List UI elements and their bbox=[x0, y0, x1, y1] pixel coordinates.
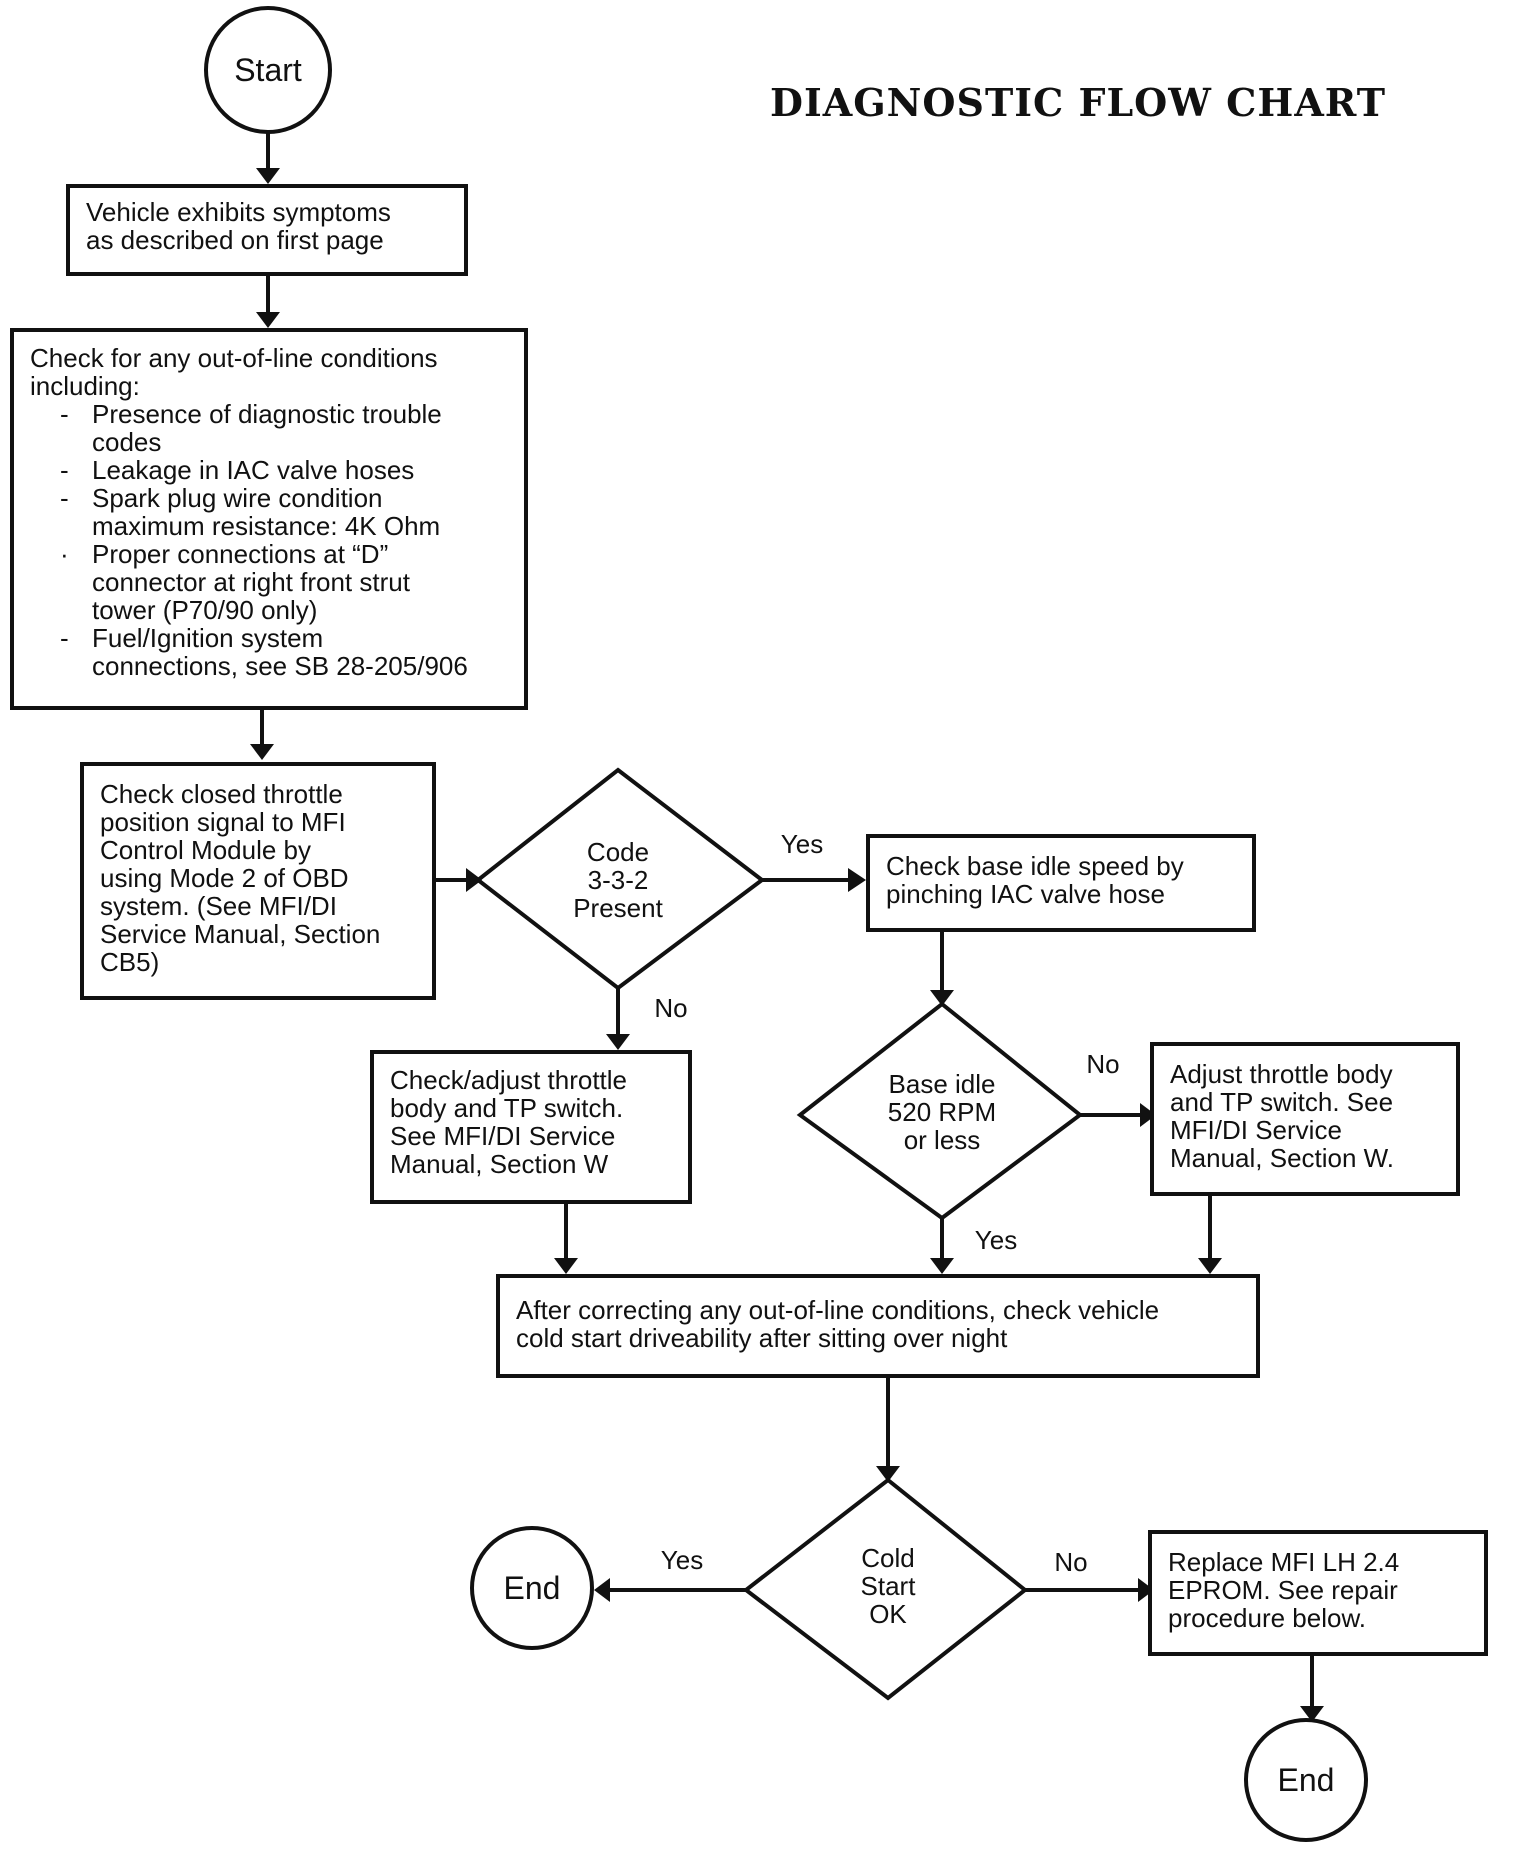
code-decision-line: Present bbox=[573, 893, 663, 923]
arrowhead bbox=[1198, 1258, 1222, 1274]
arrowhead bbox=[250, 744, 274, 760]
adjust-body-line: Manual, Section W. bbox=[1170, 1143, 1394, 1173]
after-correcting-line: cold start driveability after sitting ov… bbox=[516, 1323, 1008, 1353]
start-label: Start bbox=[234, 52, 302, 88]
checks-bullet-cont: connector at right front strut bbox=[92, 567, 410, 597]
arrowhead bbox=[1140, 1103, 1156, 1127]
arrowheads bbox=[250, 168, 1324, 1722]
replace-eprom-line: EPROM. See repair bbox=[1168, 1575, 1398, 1605]
arrowhead bbox=[1138, 1578, 1154, 1602]
replace-eprom-line: procedure below. bbox=[1168, 1603, 1367, 1633]
closed-throttle-line: CB5) bbox=[100, 947, 160, 977]
arrowhead bbox=[848, 868, 866, 892]
after-correcting-box: After correcting any out-of-line conditi… bbox=[496, 1274, 1260, 1378]
closed-throttle-box: Check closed throttle position signal to… bbox=[80, 762, 436, 1000]
idle-decision-line: or less bbox=[903, 1125, 981, 1155]
bullet-text: Fuel/Ignition system bbox=[92, 623, 324, 653]
closed-throttle-line: using Mode 2 of OBD bbox=[100, 863, 349, 893]
code-decision-line: Code bbox=[586, 837, 650, 867]
closed-throttle-line: Service Manual, Section bbox=[100, 919, 381, 949]
adjust-tp-line: Manual, Section W bbox=[390, 1149, 609, 1179]
cold-decision-line: Cold bbox=[861, 1543, 915, 1573]
checks-box: Check for any out-of-line conditions inc… bbox=[10, 328, 528, 710]
symptoms-line: Vehicle exhibits symptoms bbox=[86, 197, 391, 227]
symptoms-line: as described on first page bbox=[86, 225, 384, 255]
code-decision-label: Code 3-3-2 Present bbox=[548, 838, 688, 922]
checks-bullet: -Fuel/Ignition system bbox=[60, 623, 324, 653]
checks-bullet-cont: maximum resistance: 4K Ohm bbox=[92, 511, 441, 541]
idle-decision-line: Base idle bbox=[888, 1069, 996, 1099]
idle-yes-label: Yes bbox=[974, 1225, 1018, 1255]
arrowhead bbox=[594, 1578, 610, 1602]
cold-yes-label: Yes bbox=[660, 1545, 704, 1575]
adjust-tp-box: Check/adjust throttle body and TP switch… bbox=[370, 1050, 692, 1204]
adjust-body-line: MFI/DI Service bbox=[1170, 1115, 1342, 1145]
checks-intro-line: Check for any out-of-line conditions bbox=[30, 343, 438, 373]
end-right-circle bbox=[1244, 1718, 1368, 1842]
after-correcting-line: After correcting any out-of-line conditi… bbox=[516, 1295, 1160, 1325]
adjust-tp-line: See MFI/DI Service bbox=[390, 1121, 616, 1151]
checks-bullet: ·Proper connections at “D” bbox=[60, 539, 389, 569]
code-yes-label: Yes bbox=[780, 829, 824, 859]
arrowhead bbox=[1300, 1706, 1324, 1722]
connector-lines bbox=[260, 132, 1314, 1712]
checks-intro-line: including: bbox=[30, 371, 140, 401]
checks-bullet: -Leakage in IAC valve hoses bbox=[60, 455, 415, 485]
cold-decision-diamond bbox=[742, 1477, 1029, 1701]
checks-bullet-cont: codes bbox=[92, 427, 162, 457]
arrowhead bbox=[256, 168, 280, 184]
bullet-text: Presence of diagnostic trouble bbox=[92, 399, 442, 429]
cold-decision-line: OK bbox=[869, 1599, 907, 1629]
arrowhead bbox=[466, 868, 482, 892]
arrowhead bbox=[876, 1466, 900, 1482]
idle-decision-line: 520 RPM bbox=[887, 1097, 997, 1127]
adjust-body-line: and TP switch. See bbox=[1170, 1087, 1394, 1117]
checks-bullet-cont: tower (P70/90 only) bbox=[92, 595, 318, 625]
code-no-label: No bbox=[654, 993, 688, 1023]
idle-no-label: No bbox=[1086, 1049, 1120, 1079]
cold-decision-label: Cold Start OK bbox=[818, 1544, 958, 1628]
closed-throttle-line: Control Module by bbox=[100, 835, 311, 865]
arrowhead bbox=[606, 1034, 630, 1050]
adjust-tp-line: body and TP switch. bbox=[390, 1093, 624, 1123]
adjust-tp-line: Check/adjust throttle bbox=[390, 1065, 628, 1095]
base-idle-check-box: Check base idle speed by pinching IAC va… bbox=[866, 834, 1256, 932]
symptoms-box: Vehicle exhibits symptoms as described o… bbox=[66, 184, 468, 276]
bullet-text: Leakage in IAC valve hoses bbox=[92, 455, 415, 485]
adjust-body-box: Adjust throttle body and TP switch. See … bbox=[1150, 1042, 1460, 1196]
idle-decision-label: Base idle 520 RPM or less bbox=[870, 1070, 1014, 1154]
base-idle-check-line: Check base idle speed by bbox=[886, 851, 1184, 881]
checks-bullet: -Presence of diagnostic trouble bbox=[60, 399, 442, 429]
arrowhead bbox=[930, 990, 954, 1006]
cold-no-label: No bbox=[1054, 1547, 1088, 1577]
bullet-text: Spark plug wire condition bbox=[92, 483, 383, 513]
replace-eprom-box: Replace MFI LH 2.4 EPROM. See repair pro… bbox=[1148, 1530, 1488, 1656]
arrowhead bbox=[256, 312, 280, 328]
checks-bullet: -Spark plug wire condition bbox=[60, 483, 383, 513]
adjust-body-line: Adjust throttle body bbox=[1170, 1059, 1393, 1089]
cold-decision-line: Start bbox=[860, 1571, 916, 1601]
closed-throttle-line: position signal to MFI bbox=[100, 807, 346, 837]
end-left-circle bbox=[470, 1526, 594, 1650]
closed-throttle-line: system. (See MFI/DI bbox=[100, 891, 337, 921]
closed-throttle-line: Check closed throttle bbox=[100, 779, 343, 809]
code-decision-line: 3-3-2 bbox=[587, 865, 649, 895]
bullet-text: Proper connections at “D” bbox=[92, 539, 389, 569]
end-right-label: End bbox=[1277, 1762, 1335, 1798]
end-left-label: End bbox=[503, 1570, 561, 1606]
chart-title: DIAGNOSTIC FLOW CHART bbox=[770, 80, 1386, 125]
arrowhead bbox=[554, 1258, 578, 1274]
arrowhead bbox=[930, 1258, 954, 1274]
base-idle-check-line: pinching IAC valve hose bbox=[886, 879, 1165, 909]
checks-bullet-cont: connections, see SB 28-205/906 bbox=[92, 651, 468, 681]
replace-eprom-line: Replace MFI LH 2.4 bbox=[1168, 1547, 1400, 1577]
